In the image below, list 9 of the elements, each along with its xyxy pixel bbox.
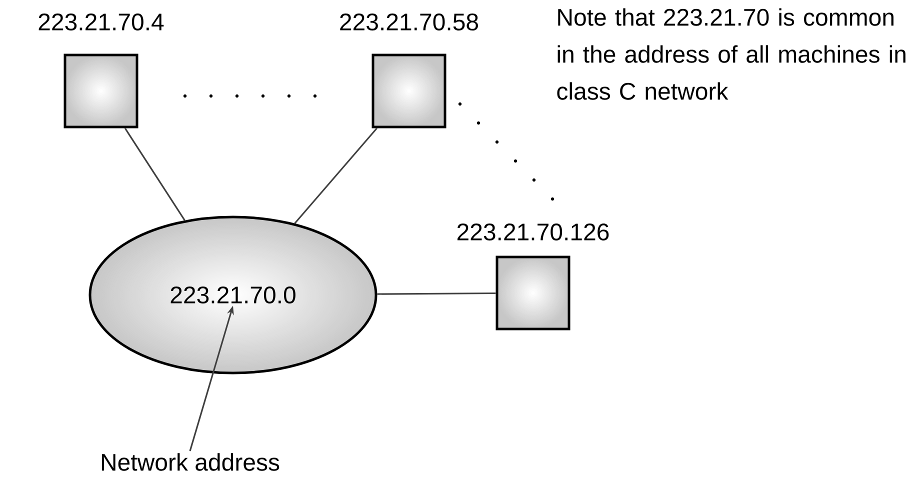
address-label: 223.21.70.4 <box>38 14 164 30</box>
address-label: 223.21.70.58 <box>340 14 478 30</box>
caption-text: Network address <box>102 453 280 471</box>
connector-line <box>124 128 186 221</box>
note-text: Note that 223.21.70 is common in the address of all machines in class C network <box>557 8 906 100</box>
address-label: 223.21.70.0 <box>170 286 296 304</box>
connector-line <box>294 128 378 224</box>
address-label: 223.21.70.126 <box>457 224 609 240</box>
connector-line <box>377 292 496 295</box>
